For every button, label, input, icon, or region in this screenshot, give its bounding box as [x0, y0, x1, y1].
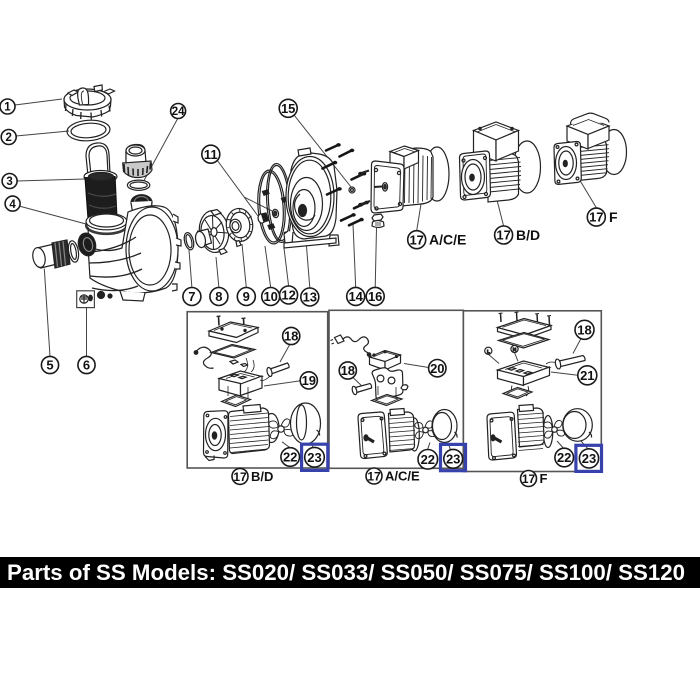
svg-text:15: 15 — [281, 101, 295, 116]
svg-text:A/C/E: A/C/E — [429, 232, 466, 248]
svg-text:F: F — [609, 209, 618, 225]
svg-text:13: 13 — [303, 290, 317, 305]
svg-text:22: 22 — [557, 450, 571, 465]
svg-text:23: 23 — [582, 451, 596, 466]
svg-text:B/D: B/D — [251, 469, 273, 484]
svg-text:1: 1 — [4, 102, 11, 114]
svg-text:17: 17 — [496, 228, 510, 243]
svg-text:4: 4 — [9, 199, 16, 211]
svg-text:8: 8 — [215, 289, 222, 304]
svg-text:9: 9 — [243, 289, 250, 304]
svg-text:2: 2 — [5, 132, 11, 144]
svg-text:14: 14 — [348, 289, 363, 304]
svg-text:18: 18 — [341, 363, 355, 378]
svg-text:N: N — [513, 347, 517, 353]
svg-text:17: 17 — [409, 232, 423, 247]
svg-text:21: 21 — [580, 368, 594, 383]
svg-text:6: 6 — [83, 358, 90, 373]
svg-text:11: 11 — [204, 147, 218, 162]
svg-text:23: 23 — [446, 451, 460, 466]
svg-text:F: F — [540, 471, 548, 486]
svg-text:24: 24 — [172, 106, 185, 118]
svg-text:5: 5 — [46, 358, 53, 373]
svg-text:12: 12 — [281, 288, 295, 303]
svg-text:17: 17 — [367, 469, 381, 483]
svg-text:7: 7 — [188, 289, 195, 304]
svg-text:10: 10 — [263, 289, 277, 304]
svg-text:17: 17 — [522, 472, 536, 486]
svg-text:A/C/E: A/C/E — [385, 469, 420, 484]
svg-text:22: 22 — [421, 452, 435, 467]
svg-text:17: 17 — [589, 210, 603, 225]
svg-text:L: L — [487, 349, 490, 355]
svg-text:22: 22 — [283, 450, 297, 465]
svg-text:17: 17 — [233, 470, 247, 484]
svg-text:18: 18 — [284, 329, 298, 344]
svg-text:19: 19 — [302, 373, 316, 388]
svg-text:23: 23 — [307, 450, 321, 465]
svg-text:20: 20 — [430, 361, 444, 376]
svg-text:Parts of SS Models: SS020/ SS0: Parts of SS Models: SS020/ SS033/ SS050/… — [7, 560, 685, 585]
svg-text:3: 3 — [6, 176, 12, 188]
svg-text:18: 18 — [577, 322, 591, 337]
svg-text:B/D: B/D — [516, 227, 540, 243]
svg-text:16: 16 — [368, 289, 382, 304]
